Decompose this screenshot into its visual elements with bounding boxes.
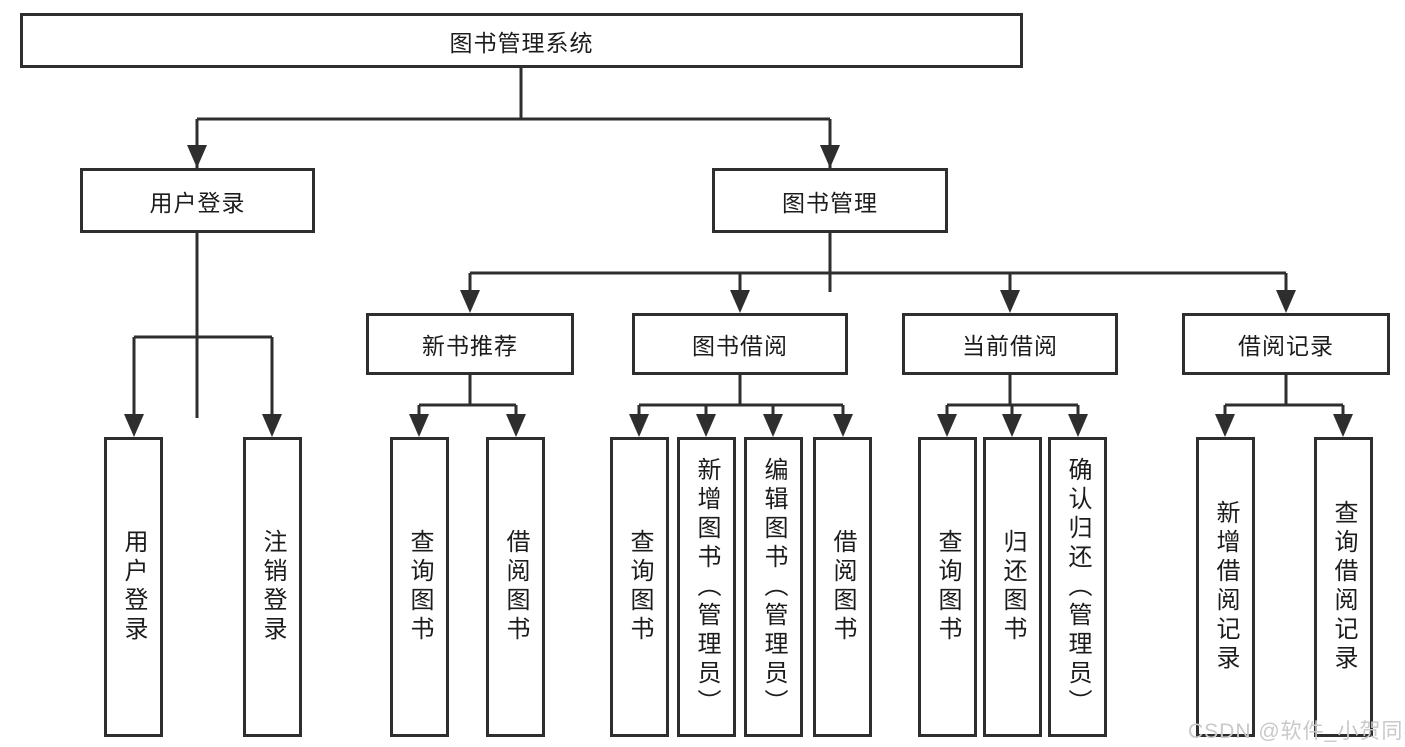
arrow-new-books <box>460 290 480 313</box>
connector-new-books-children <box>417 375 518 418</box>
node-current-borrow: 当前借阅 <box>902 313 1118 375</box>
arrow-leaf-add-record <box>1215 414 1235 437</box>
connector-book-mgmt-children <box>468 233 1288 294</box>
leaf-borrow-books-2: 借阅图书 <box>813 437 872 737</box>
node-new-books: 新书推荐 <box>366 313 574 375</box>
arrow-leaf-borrow2 <box>833 414 853 437</box>
leaf-return-book: 归还图书 <box>983 437 1042 737</box>
leaf-confirm-return-admin: 确认归还（管理员） <box>1048 437 1107 737</box>
arrow-leaf-borrow1 <box>506 414 526 437</box>
node-user-login: 用户登录 <box>80 168 315 233</box>
arrow-leaf-add-book <box>696 414 716 437</box>
node-book-mgmt: 图书管理 <box>712 168 948 233</box>
arrow-leaf-query1 <box>409 414 429 437</box>
leaf-edit-book-admin: 编辑图书（管理员） <box>744 437 803 737</box>
leaf-borrow-books-1: 借阅图书 <box>486 437 545 737</box>
leaf-logout: 注销登录 <box>243 437 302 737</box>
arrow-leaf-login <box>124 414 144 437</box>
arrow-records <box>1276 290 1296 313</box>
arrow-book-mgmt <box>820 145 840 168</box>
leaf-query-books-2: 查询图书 <box>610 437 669 737</box>
connector-root-to-level2 <box>195 68 832 418</box>
arrow-borrowing <box>730 290 750 313</box>
arrow-leaf-query-record <box>1333 414 1353 437</box>
leaf-query-borrow-record: 查询借阅记录 <box>1314 437 1373 737</box>
arrow-leaf-return <box>1002 414 1022 437</box>
connector-records-children <box>1223 375 1345 418</box>
node-root: 图书管理系统 <box>20 13 1023 68</box>
leaf-add-book-admin: 新增图书（管理员） <box>677 437 736 737</box>
watermark: CSDN @软件_小贺同学 <box>1188 720 1405 743</box>
connector-user-login-children <box>132 233 274 418</box>
leaf-add-borrow-record: 新增借阅记录 <box>1196 437 1255 737</box>
connector-borrowing-children <box>637 375 845 418</box>
arrow-leaf-confirm <box>1068 414 1088 437</box>
node-borrowing: 图书借阅 <box>632 313 848 375</box>
arrow-leaf-query2 <box>629 414 649 437</box>
leaf-user-login: 用户登录 <box>104 437 163 737</box>
arrow-leaf-logout <box>262 414 282 437</box>
node-borrow-records: 借阅记录 <box>1182 313 1390 375</box>
arrow-current <box>1000 290 1020 313</box>
arrow-leaf-query3 <box>937 414 957 437</box>
leaf-query-books-3: 查询图书 <box>918 437 977 737</box>
leaf-query-books-1: 查询图书 <box>390 437 449 737</box>
arrow-leaf-edit-book <box>763 414 783 437</box>
arrow-user-login <box>187 145 207 168</box>
connector-current-children <box>945 375 1080 418</box>
connector-root-left-stub <box>195 119 832 148</box>
